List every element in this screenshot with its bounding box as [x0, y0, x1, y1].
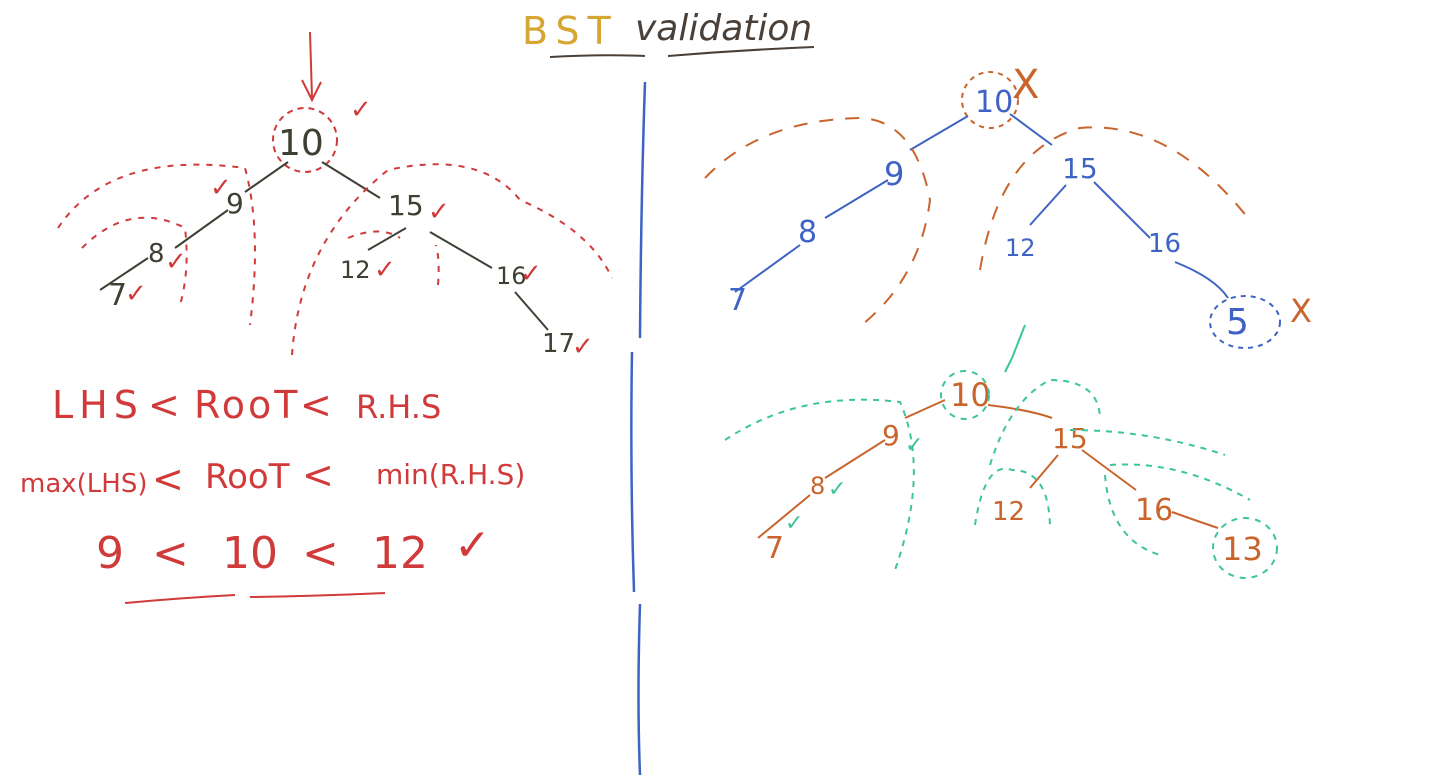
- left-node-16: 16: [496, 262, 527, 290]
- rule-check: ✓: [454, 520, 491, 571]
- check-root: ✓: [350, 95, 372, 125]
- bottom-node-16: 16: [1135, 493, 1173, 528]
- svg-text:RooT: RooT: [205, 457, 290, 497]
- title: BST validation: [522, 8, 815, 58]
- svg-text:max(LHS): max(LHS): [20, 469, 147, 499]
- bottom-check-mark: [1004, 324, 1026, 373]
- root-arrow: [301, 31, 322, 103]
- bottom-node-15: 15: [1052, 422, 1088, 455]
- svg-text:<: <: [302, 453, 334, 497]
- cross-root: X: [1012, 62, 1039, 108]
- left-node-8: 8: [148, 239, 165, 269]
- check-16: ✓: [520, 259, 542, 289]
- rules: LHS < RooT < R.H.S max(LHS) < RooT < min…: [20, 383, 525, 604]
- svg-text:10: 10: [222, 528, 278, 579]
- left-node-7: 7: [108, 278, 127, 313]
- edge-15-16: [429, 231, 493, 269]
- edge-10-9: [244, 161, 289, 193]
- title-bst: BST: [522, 9, 619, 53]
- svg-text:min(R.H.S): min(R.H.S): [376, 458, 525, 491]
- edge-16-17: [514, 291, 549, 331]
- top-node-root: 10: [975, 85, 1013, 120]
- right-top-tree: 10 9 8 7 15 12 16 5 X X: [704, 62, 1312, 349]
- svg-text:<: <: [152, 457, 184, 501]
- bottom-node-9: 9: [882, 419, 900, 452]
- svg-text:<: <: [300, 383, 332, 427]
- bottom-check-7: ✓: [785, 511, 803, 536]
- check-17: ✓: [572, 332, 594, 362]
- edge-8-7: [99, 257, 149, 291]
- svg-text:<: <: [302, 528, 339, 579]
- svg-text:9: 9: [96, 528, 124, 579]
- svg-text:<: <: [152, 528, 189, 579]
- root-dashed-circle: [272, 107, 338, 173]
- check-8: ✓: [165, 247, 187, 277]
- top-node-9: 9: [884, 155, 904, 193]
- rule-line-1: LHS < RooT < R.H.S: [52, 383, 441, 427]
- rule-line-3: 9 < 10 < 12 ✓: [96, 520, 491, 579]
- top-node-8: 8: [798, 215, 817, 250]
- svg-text:RooT: RooT: [194, 383, 300, 427]
- underline-lhs: [124, 594, 236, 604]
- title-validation: validation: [635, 8, 812, 49]
- check-12: ✓: [374, 255, 396, 285]
- center-divider: [630, 81, 647, 776]
- check-7: ✓: [125, 279, 147, 309]
- bottom-node-13: 13: [1222, 530, 1263, 568]
- bottom-check-8: ✓: [828, 477, 846, 502]
- node-5-dashed-circle: [1209, 295, 1281, 349]
- bottom-check-9: ✓: [905, 433, 923, 458]
- title-underline-right: [667, 46, 815, 57]
- left-node-root: 10: [278, 123, 324, 164]
- cross-5: X: [1290, 292, 1312, 330]
- left-tree: 10 9 8 7 15 12 16 17 ✓ ✓ ✓ ✓ ✓ ✓ ✓ ✓: [57, 31, 613, 362]
- bottom-node-root: 10: [950, 376, 991, 414]
- title-underline-left: [549, 54, 646, 58]
- check-9: ✓: [210, 173, 232, 203]
- edge-9-8: [174, 209, 229, 249]
- right-bottom-tree: 10 9 8 7 15 12 16 13 ✓ ✓ ✓: [724, 324, 1278, 579]
- top-node-12: 12: [1005, 234, 1036, 262]
- left-node-17: 17: [542, 329, 575, 359]
- svg-text:R.H.S: R.H.S: [356, 388, 441, 426]
- bottom-node-12: 12: [992, 497, 1025, 527]
- left-node-15: 15: [388, 189, 424, 222]
- svg-text:LHS: LHS: [52, 383, 144, 427]
- check-15: ✓: [428, 197, 450, 227]
- underline-rhs: [249, 592, 386, 598]
- edge-10-15: [321, 161, 381, 199]
- svg-text:<: <: [148, 383, 180, 427]
- rule-line-2: max(LHS) < RooT < min(R.H.S): [20, 453, 525, 501]
- top-node-15: 15: [1062, 152, 1098, 185]
- top-node-7: 7: [728, 283, 747, 318]
- bottom-node-7: 7: [765, 531, 784, 566]
- svg-text:12: 12: [372, 528, 428, 579]
- left-node-12: 12: [340, 256, 371, 284]
- top-node-16: 16: [1148, 229, 1181, 259]
- top-root-dashed-circle: [961, 71, 1019, 129]
- left-node-9: 9: [226, 187, 244, 220]
- edge-15-12: [367, 227, 407, 251]
- top-node-5: 5: [1226, 302, 1249, 343]
- bottom-node-8: 8: [810, 472, 825, 500]
